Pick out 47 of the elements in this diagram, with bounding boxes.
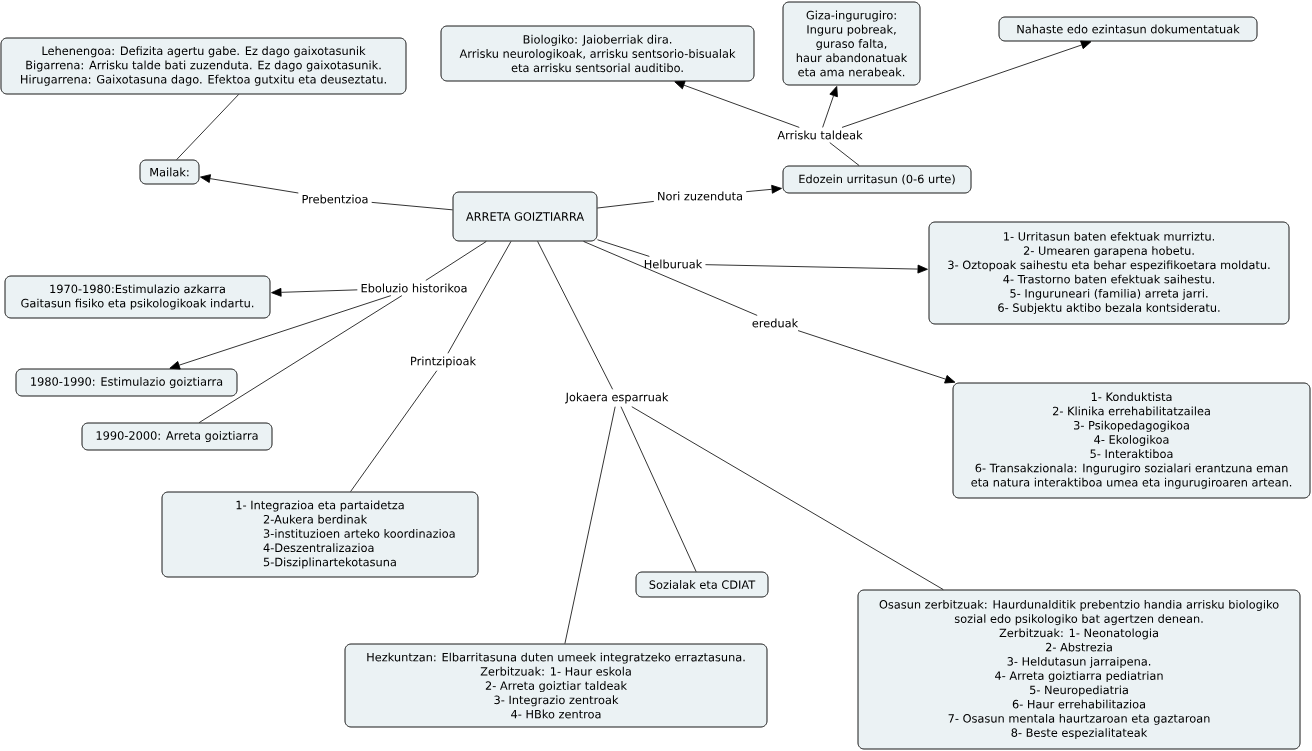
connector-line [371, 201, 453, 211]
linking-phrase: Printzipioak [411, 356, 477, 368]
connector-line [425, 241, 487, 281]
concept-box: Biologiko: Jaioberriak dira. Arrisku neurologikoak, arrisku sentsorio-bisualak eta arrisku sentsorial auditibo. [440, 25, 755, 82]
arrow [797, 330, 956, 384]
concept-box: 1990-2000: Arreta goiztiarra [81, 422, 273, 451]
concept-box: Giza-ingurugiro: Inguru pobreak, guraso falta, haur abandonatuak eta ama nerabeak. [782, 1, 921, 86]
linking-phrase: Helburuak [644, 259, 703, 269]
concept-box: Lehenengoa: Defizita agertu gabe. Ez dago gaixotasunik Bigarrena: Arrisku talde bati zuzenduta. Ez dago gaixotasunik. Hirugarrena: Gaixotasuna dago. Efektoa gutxitu eta deuseztatu. [0, 37, 407, 95]
linking-phrase: Arrisku taldeak [777, 130, 863, 140]
concept-box: Osasun zerbitzuak: Haurdunalditik prebentzio handia arrisku biologiko sozial edo psikologiko bat agertzen denean. Zerbitzuak: 1- Neonatologia 2- Abstrezia 3- Heldutasun jarraipena. 4- Arreta goiztiarra pediatrian 5- Neuropediatria 6- Haur errehabilitazioa 7- Osasun mentala haurtzaroan eta gaztaroan 8- Beste espezialitateak [857, 589, 1301, 750]
connector-line [350, 370, 438, 492]
concept-box: Hezkuntzan: Elbarritasuna duten umeek integratzeko erraztasuna. Zerbitzuak: 1- Haur eskola 2- Arreta goiztiar taldeak 3- Integrazio zentroak 4- HBko zentroa [344, 643, 768, 728]
concept-box: Edozein urritasun (0-6 urte) [782, 165, 972, 194]
arrow [271, 287, 358, 297]
concept-box: 1- Integrazioa eta partaidetza 2-Aukera berdinak 3-instituzioen arteko koordinazioa 4-Deszentralizazioa 5-Disziplinartekotasuna [161, 491, 479, 578]
arrow [822, 86, 838, 128]
concept-box: 1970-1980:Estimulazio azkarra Gaitasun fisiko eta psikologikoak indartu. [4, 275, 271, 319]
connector-line [631, 406, 944, 590]
arrow [841, 40, 1092, 128]
connector-line [583, 241, 758, 316]
linking-phrase: Eboluzio historikoa [361, 283, 467, 293]
connector-line [198, 295, 403, 423]
connector-line [537, 241, 613, 390]
concept-box: 1- Urritasun baten efektuak murriztu. 2- Umearen garapena hobetu. 3- Oztopoak saihestu eta behar espezifikoetara moldatu. 4- Trastorno baten efektuak saihestu. 5- Inguruneari (familia) arreta jarri. 6- Subjektu aktibo bezala kontsideratu. [928, 221, 1290, 325]
connector-line [564, 406, 616, 644]
concept-box: Nahaste edo ezintasun dokumentatuak [998, 16, 1258, 42]
concept-box: Mailak: [139, 159, 200, 185]
arrow [169, 295, 392, 370]
connector-line [829, 142, 860, 166]
concept-box: 1- Konduktista 2- Klinika errehabilitatzailea 3- Psikopedagogikoa 4- Ekologikoa 5- Interaktiboa 6- Transakzionala: Ingurugiro sozialari erantzuna eman eta natura interaktiboa umea eta ingurugiroaren artean. [952, 382, 1311, 499]
connector-line [597, 201, 655, 209]
linking-phrase: Nori zuzenduta [658, 191, 742, 201]
connector-line [176, 94, 240, 160]
connector-line [447, 241, 512, 354]
connector-line [620, 406, 697, 572]
arrow [705, 264, 928, 274]
arrow [745, 184, 782, 194]
concept-box: Sozialak eta CDIAT [635, 571, 769, 598]
connector-line [597, 239, 650, 257]
arrow [674, 80, 800, 128]
linking-phrase: ereduak [752, 318, 799, 328]
linking-phrase: Jokaera esparruak [565, 392, 669, 404]
arrow [200, 174, 299, 194]
concept-box: 1980-1990: Estimulazio goiztiarra [15, 368, 238, 397]
linking-phrase: Prebentzioa [302, 194, 368, 204]
concept-box: ARRETA GOIZTIARRA [452, 191, 598, 242]
